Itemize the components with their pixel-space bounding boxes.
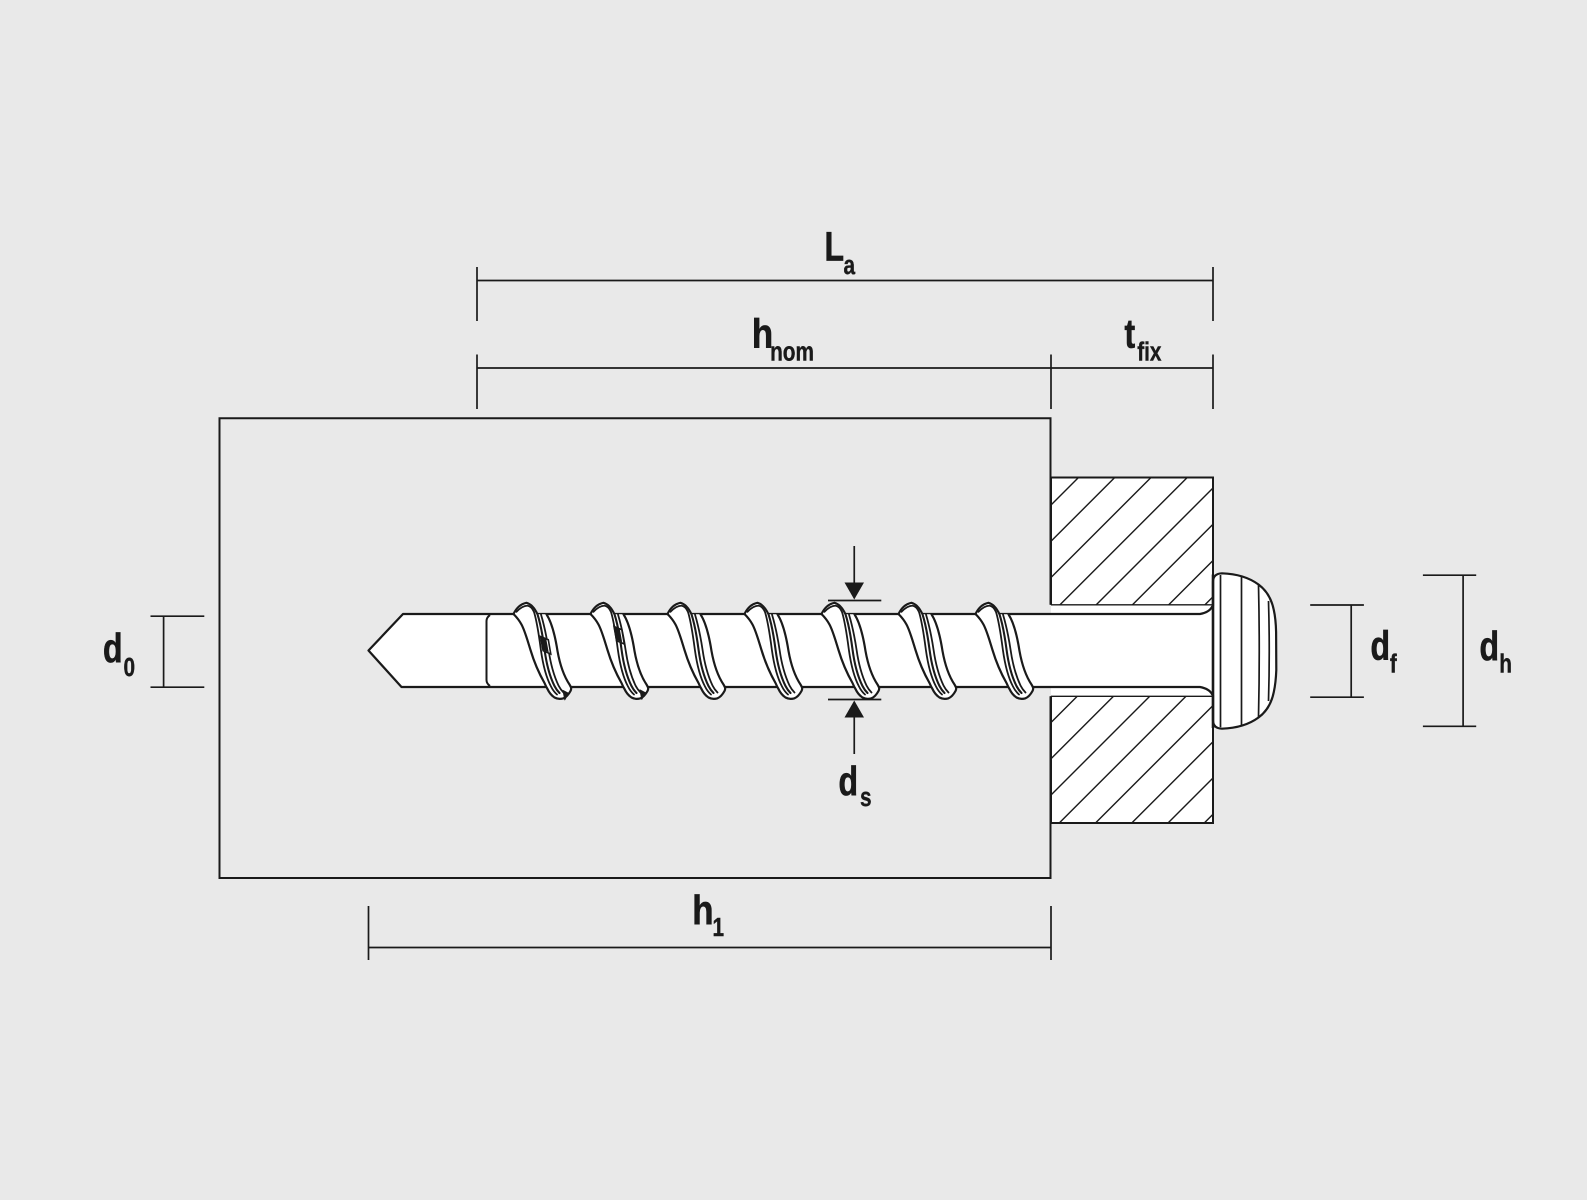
svg-text:a: a: [844, 251, 856, 280]
svg-text:d: d: [1371, 623, 1391, 669]
svg-text:h: h: [752, 312, 773, 357]
svg-text:f: f: [1390, 649, 1397, 678]
svg-text:d: d: [103, 625, 123, 671]
svg-text:h: h: [1499, 649, 1512, 678]
svg-text:h: h: [692, 888, 713, 933]
svg-text:0: 0: [124, 653, 136, 682]
svg-text:fix: fix: [1137, 337, 1161, 366]
svg-text:t: t: [1125, 311, 1136, 357]
svg-text:1: 1: [713, 913, 725, 942]
svg-text:L: L: [825, 224, 845, 270]
svg-text:s: s: [860, 783, 872, 812]
svg-text:nom: nom: [770, 337, 814, 366]
svg-text:d: d: [1480, 623, 1500, 669]
svg-text:d: d: [839, 758, 859, 804]
